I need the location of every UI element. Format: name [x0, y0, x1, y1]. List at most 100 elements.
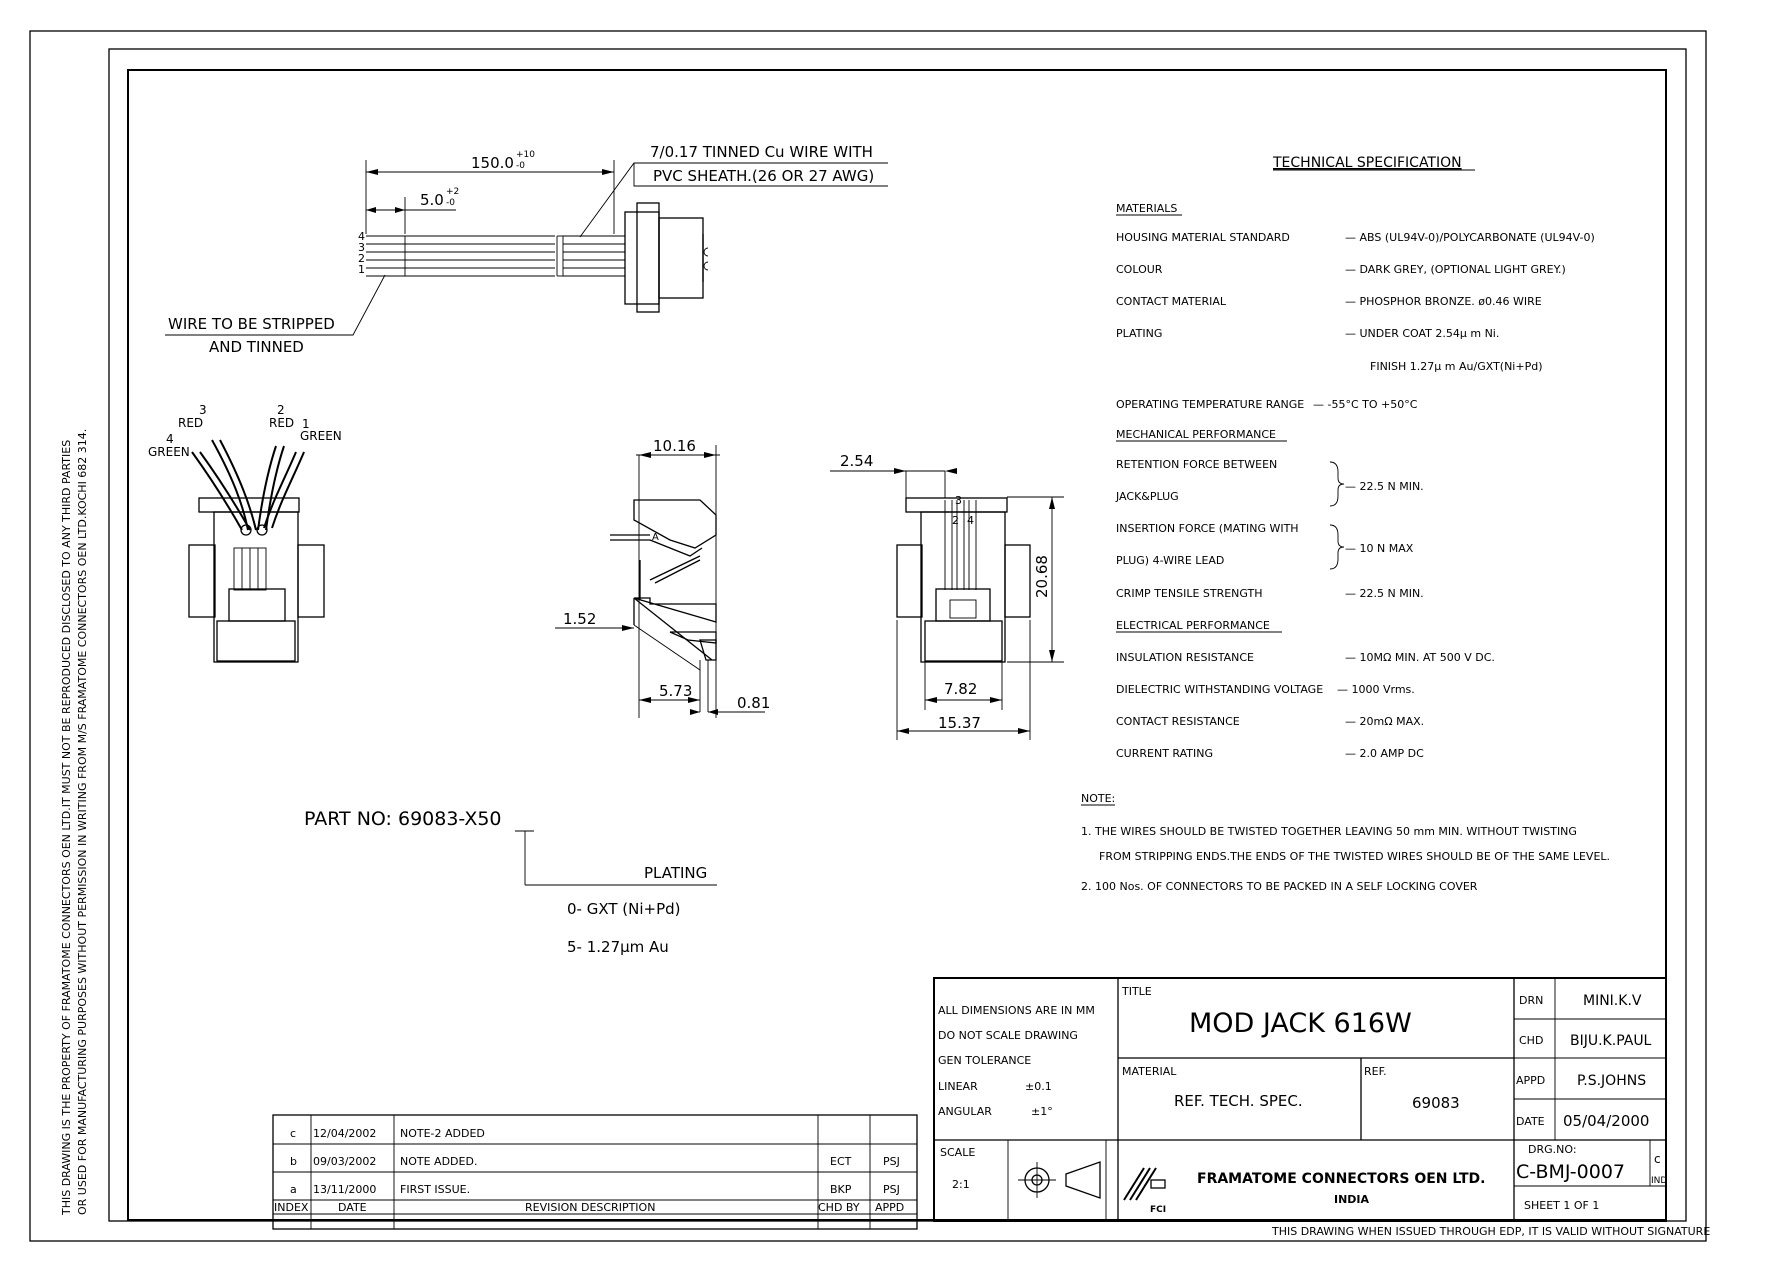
part-number-block: PART NO: 69083-X50 PLATING 0- GXT (Ni+Pd…: [304, 808, 717, 956]
svg-text:DIELECTRIC WITHSTANDING VOLTAG: DIELECTRIC WITHSTANDING VOLTAGE: [1116, 683, 1323, 696]
notes-heading: NOTE:: [1081, 792, 1115, 805]
side-note-line1: THIS DRAWING IS THE PROPERTY OF FRAMATOM…: [60, 440, 73, 1216]
wire-assembly-view: 4 3 2 1 150.0 +10 -0 5.0 +2 -0 7/0.17 TI…: [165, 143, 888, 356]
title-block: ALL DIMENSIONS ARE IN MM DO NOT SCALE DR…: [933, 977, 1667, 1222]
svg-text:4: 4: [967, 514, 974, 527]
company-name: FRAMATOME CONNECTORS OEN LTD.: [1197, 1171, 1485, 1187]
svg-text:CHD BY: CHD BY: [818, 1201, 860, 1214]
svg-text:HOUSING MATERIAL STANDARD: HOUSING MATERIAL STANDARD: [1116, 231, 1290, 244]
wire-label-red-3: RED: [178, 416, 203, 430]
svg-text:PSJ: PSJ: [883, 1183, 900, 1196]
material-value: REF. TECH. SPEC.: [1174, 1092, 1303, 1110]
dim-width: 10.16: [653, 437, 696, 455]
svg-text:— 22.5 N MIN.: — 22.5 N MIN.: [1345, 480, 1424, 493]
svg-text:INDEX: INDEX: [274, 1201, 309, 1214]
svg-text:— UNDER COAT 2.54μ m Ni.: — UNDER COAT 2.54μ m Ni.: [1345, 327, 1499, 340]
svg-text:— 10MΩ MIN. AT 500 V DC.: — 10MΩ MIN. AT 500 V DC.: [1345, 651, 1495, 664]
revision-index: c: [1654, 1152, 1661, 1166]
svg-text:CONTACT MATERIAL: CONTACT MATERIAL: [1116, 295, 1227, 308]
svg-text:RETENTION FORCE BETWEEN: RETENTION FORCE BETWEEN: [1116, 458, 1277, 471]
svg-text:-0: -0: [446, 198, 455, 208]
svg-text:1: 1: [302, 417, 310, 431]
svg-text:b: b: [290, 1155, 297, 1168]
svg-text:09/03/2002: 09/03/2002: [313, 1155, 376, 1168]
dim-depth: 5.73: [659, 682, 692, 700]
dim-total-length: 150.0: [471, 154, 514, 172]
svg-text:FINISH 1.27μ m Au/GXT(Ni+Pd): FINISH 1.27μ m Au/GXT(Ni+Pd): [1370, 360, 1542, 373]
wire-label-red-2: RED: [269, 416, 294, 430]
outer-border: [29, 30, 1707, 1242]
svg-text:DO NOT SCALE DRAWING: DO NOT SCALE DRAWING: [938, 1029, 1078, 1042]
svg-text:±0.1: ±0.1: [1025, 1080, 1052, 1093]
svg-text:CHD: CHD: [1519, 1034, 1543, 1047]
plating-option-5: 5- 1.27μm Au: [567, 938, 669, 956]
svg-text:MATERIAL: MATERIAL: [1122, 1065, 1177, 1078]
svg-text:DATE: DATE: [1516, 1115, 1545, 1128]
middle-border: [108, 48, 1687, 1222]
scale-value: 2:1: [952, 1178, 970, 1191]
svg-text:ECT: ECT: [830, 1155, 852, 1168]
dim-strip-length: 5.0: [420, 191, 444, 209]
svg-text:LINEAR: LINEAR: [938, 1080, 978, 1093]
projection-symbol-icon: [1018, 1161, 1101, 1199]
svg-text:INSERTION FORCE (MATING WITH: INSERTION FORCE (MATING WITH: [1116, 522, 1299, 535]
svg-text:SCALE: SCALE: [940, 1146, 975, 1159]
svg-text:c: c: [290, 1127, 296, 1140]
svg-text:2: 2: [952, 514, 959, 527]
svg-text:— -55°C TO +50°C: — -55°C TO +50°C: [1313, 398, 1418, 411]
plating-label: PLATING: [644, 864, 707, 882]
svg-text:PLATING: PLATING: [1116, 327, 1162, 340]
svg-text:— 2.0 AMP DC: — 2.0 AMP DC: [1345, 747, 1424, 760]
revision-table: c 12/04/2002 NOTE-2 ADDED b 09/03/2002 N…: [272, 1114, 918, 1230]
strip-note-line2: AND TINNED: [209, 338, 304, 356]
svg-text:ALL DIMENSIONS ARE IN MM: ALL DIMENSIONS ARE IN MM: [938, 1004, 1095, 1017]
svg-text:3: 3: [955, 494, 962, 507]
svg-text:DATE: DATE: [338, 1201, 367, 1214]
strip-note-line1: WIRE TO BE STRIPPED: [168, 315, 335, 333]
wire-spec-line2: PVC SHEATH.(26 OR 27 AWG): [653, 167, 874, 185]
company-country: INDIA: [1334, 1193, 1370, 1206]
dim-offset: 2.54: [840, 452, 873, 470]
svg-text:CRIMP TENSILE STRENGTH: CRIMP TENSILE STRENGTH: [1116, 587, 1263, 600]
svg-text:CURRENT RATING: CURRENT RATING: [1116, 747, 1213, 760]
wire-label-green-1: GREEN: [300, 429, 342, 443]
dim-outer: 15.37: [938, 714, 981, 732]
svg-text:JACK&PLUG: JACK&PLUG: [1115, 490, 1179, 503]
revision-c-desc: NOTE-2 ADDED: [400, 1127, 485, 1140]
svg-text:PLUG) 4-WIRE LEAD: PLUG) 4-WIRE LEAD: [1116, 554, 1224, 567]
drawing-number: C-BMJ-0007: [1516, 1161, 1625, 1183]
side-note-line2: OR USED FOR MANUFACTURING PURPOSES WITHO…: [76, 429, 89, 1215]
svg-text:+2: +2: [446, 187, 459, 197]
svg-text:REVISION DESCRIPTION: REVISION DESCRIPTION: [525, 1201, 655, 1214]
checked-by: BIJU.K.PAUL: [1570, 1033, 1652, 1049]
drawing-date: 05/04/2000: [1563, 1112, 1649, 1130]
mechanical-heading: MECHANICAL PERFORMANCE: [1116, 428, 1276, 441]
svg-text:FCI: FCI: [1150, 1205, 1166, 1215]
inner-border: [127, 69, 1667, 1221]
svg-text:ANGULAR: ANGULAR: [938, 1105, 992, 1118]
svg-text:— ABS (UL94V-0)/POLYCARBONATE: — ABS (UL94V-0)/POLYCARBONATE (UL94V-0): [1345, 231, 1595, 244]
revision-a-desc: FIRST ISSUE.: [400, 1183, 470, 1196]
svg-text:GEN TOLERANCE: GEN TOLERANCE: [938, 1054, 1031, 1067]
technical-specification: TECHNICAL SPECIFICATION MATERIALS HOUSIN…: [1115, 155, 1595, 760]
svg-text:— 1000 Vrms.: — 1000 Vrms.: [1337, 683, 1415, 696]
wire-number-4: 4: [358, 230, 365, 243]
svg-text:13/11/2000: 13/11/2000: [313, 1183, 376, 1196]
svg-text:PSJ: PSJ: [883, 1155, 900, 1168]
svg-text:OPERATING TEMPERATURE RANGE: OPERATING TEMPERATURE RANGE: [1116, 398, 1304, 411]
wire-label-green-4: GREEN: [148, 445, 190, 459]
svg-text:— 10 N MAX: — 10 N MAX: [1345, 542, 1414, 555]
svg-text:12/04/2002: 12/04/2002: [313, 1127, 376, 1140]
svg-text:a: a: [290, 1183, 297, 1196]
wire-spec-line1: 7/0.17 TINNED Cu WIRE WITH: [650, 143, 873, 161]
svg-text:— 22.5 N MIN.: — 22.5 N MIN.: [1345, 587, 1424, 600]
side-view: 3 2 4 2.54 20.68 7.82 15.37: [830, 452, 1064, 740]
svg-text:CONTACT RESISTANCE: CONTACT RESISTANCE: [1116, 715, 1240, 728]
note-1-line1: 1. THE WIRES SHOULD BE TWISTED TOGETHER …: [1081, 825, 1577, 838]
svg-text:— 20mΩ MAX.: — 20mΩ MAX.: [1345, 715, 1424, 728]
side-note: THIS DRAWING IS THE PROPERTY OF FRAMATOM…: [60, 429, 89, 1216]
note-1-line2: FROM STRIPPING ENDS.THE ENDS OF THE TWIS…: [1099, 850, 1610, 863]
note-2: 2. 100 Nos. OF CONNECTORS TO BE PACKED I…: [1081, 880, 1478, 893]
wire-number-3: 3: [358, 241, 365, 254]
